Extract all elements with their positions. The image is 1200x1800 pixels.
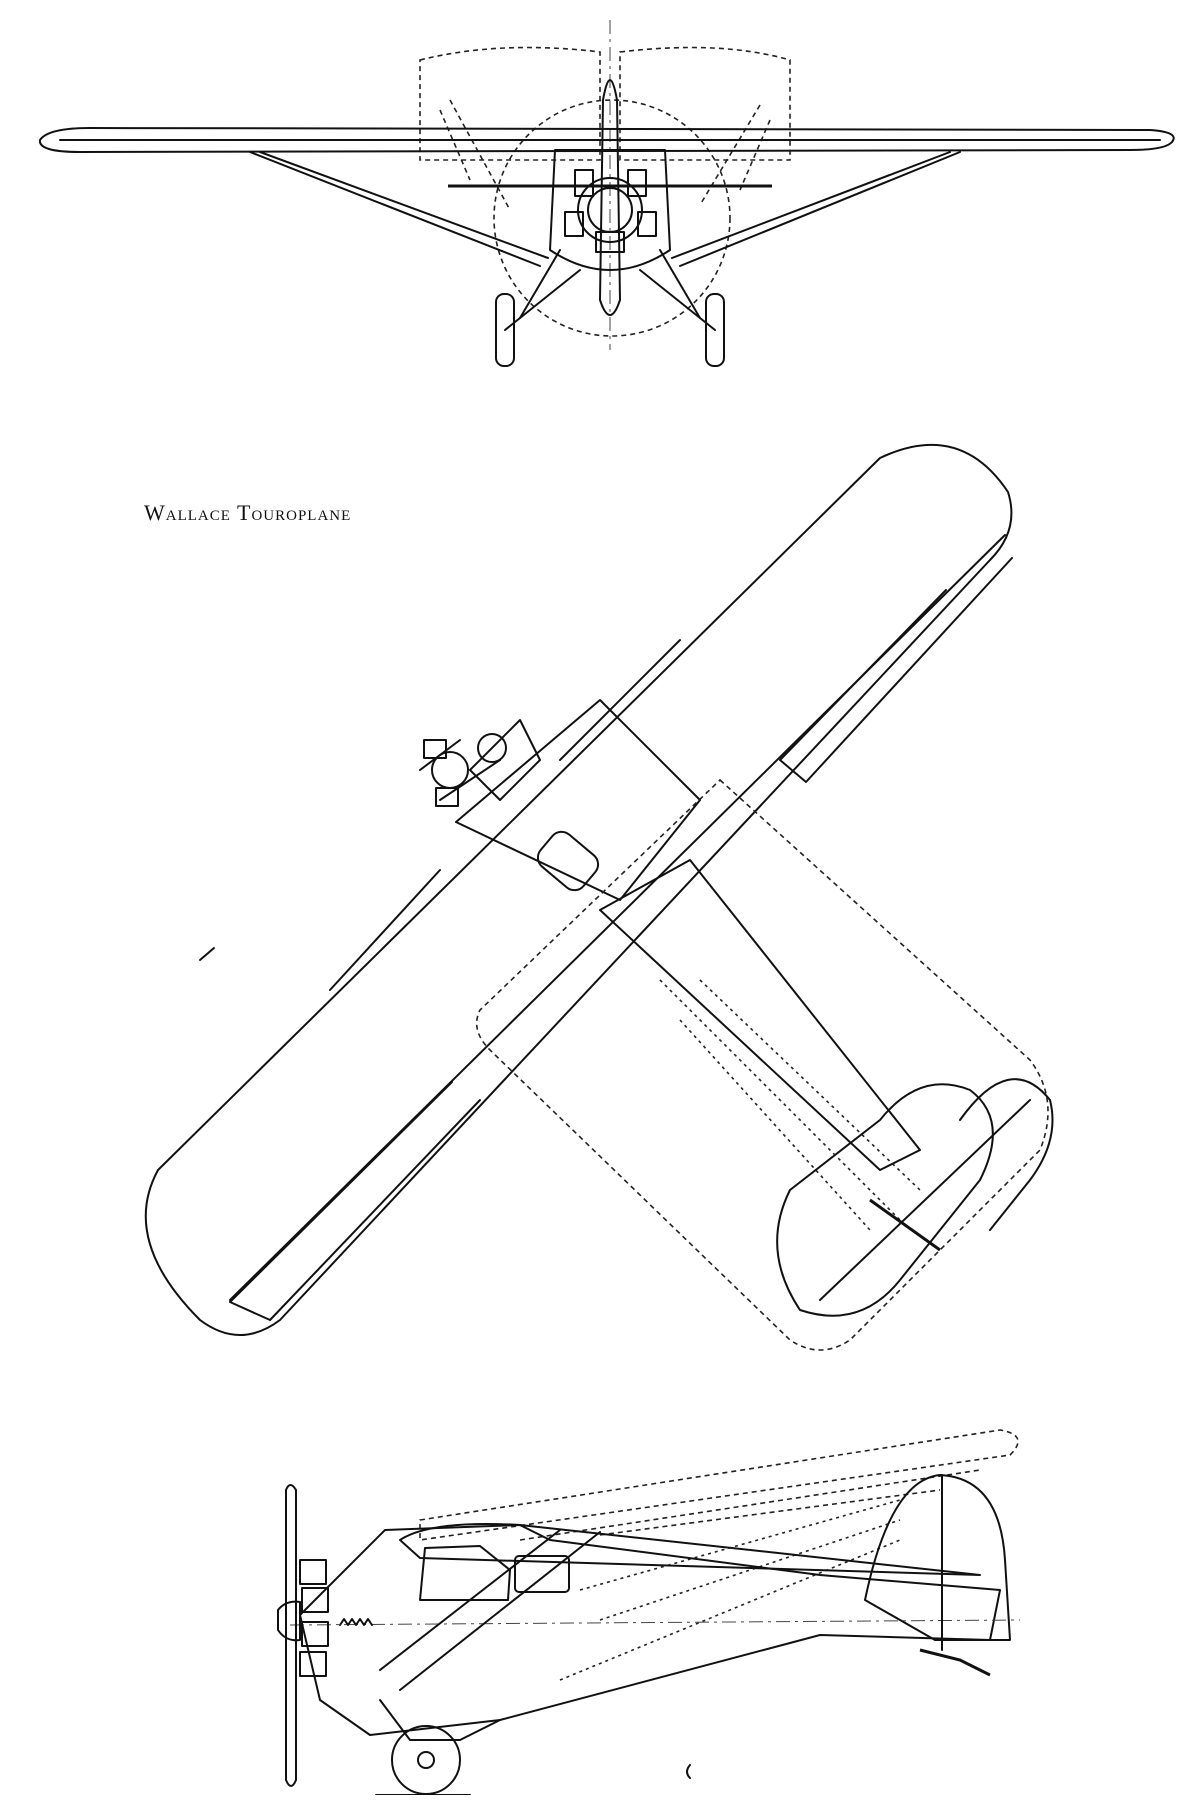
side-tailskid (919, 1648, 991, 1677)
front-view (38, 20, 1175, 367)
side-cabin-window-2 (514, 1555, 570, 1593)
front-gear-braces (519, 269, 701, 319)
front-cylinder-5 (595, 231, 625, 253)
side-gear-leg (379, 1699, 501, 1741)
front-wheel-right (705, 293, 725, 367)
side-wheel (391, 1725, 461, 1795)
front-engine-hub (577, 177, 643, 243)
front-prop-arc-left (419, 46, 601, 161)
side-wheel-hub (417, 1751, 435, 1769)
side-view (277, 1429, 1021, 1796)
plan-nose-cowl (469, 719, 541, 801)
plan-tailplane-right (959, 1078, 1054, 1231)
side-folded-wing-upper (419, 1429, 1019, 1541)
front-cylinder-1 (574, 169, 594, 197)
side-lift-struts (379, 1529, 601, 1691)
side-exhaust (339, 1618, 373, 1626)
side-wing (399, 1523, 981, 1576)
plan-elevator-hinge (819, 1099, 1031, 1301)
front-prop-arc-right (619, 46, 791, 161)
front-strut-left (249, 151, 549, 267)
plan-fuselage-tail (599, 859, 921, 1171)
front-cylinder-4 (637, 211, 657, 237)
plan-tailskid (869, 1198, 941, 1252)
front-propeller (599, 79, 621, 316)
plan-aileron-right (779, 557, 1013, 783)
side-folded-wing-ribs (519, 1469, 981, 1541)
plan-tailplane-left (776, 1083, 994, 1317)
plan-cabin-section (455, 699, 701, 901)
plan-wing (144, 444, 1013, 1336)
plan-engine (419, 733, 507, 807)
plan-folded-wing-outline (475, 778, 1049, 1351)
front-fuselage (549, 149, 671, 271)
plan-cockpit-window (536, 830, 600, 892)
front-cylinder-3 (564, 211, 584, 237)
plan-aileron-left (229, 1081, 481, 1321)
drawing-caption: Wallace Touroplane (144, 500, 352, 525)
side-centerline (289, 1619, 1021, 1626)
front-wheel-left (495, 293, 515, 367)
front-prop-disc (493, 99, 731, 337)
side-fuselage (299, 1524, 1001, 1736)
front-strut-right (671, 151, 961, 267)
side-cabin-window-1 (419, 1545, 511, 1601)
side-stray-mark (686, 1764, 691, 1779)
front-wing (38, 127, 1175, 153)
side-rigging-dashes (559, 1499, 901, 1681)
plan-rigging-dashes (659, 979, 921, 1231)
plan-view (144, 444, 1054, 1351)
side-tail-fin (864, 1474, 1011, 1641)
side-propeller (285, 1484, 297, 1787)
plan-struts (329, 639, 681, 991)
front-cylinder-2 (627, 169, 647, 197)
plan-stray-mark (199, 947, 215, 961)
front-strut-ghosts (439, 99, 771, 211)
side-engine (277, 1559, 329, 1677)
